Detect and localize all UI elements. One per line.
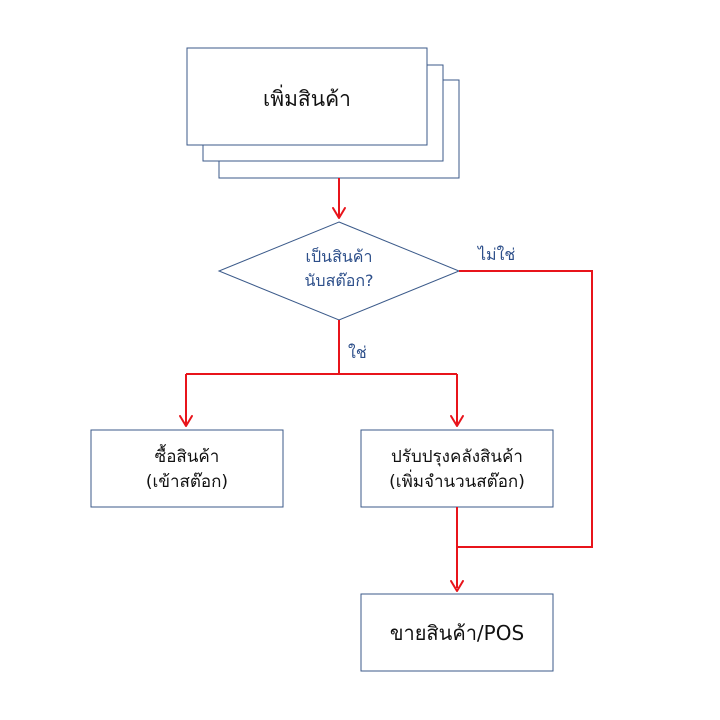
buy-product-node[interactable]: ซื้อสินค้า (เข้าสต๊อก) [90, 429, 284, 508]
decision-label-line-2: นับสต๊อก? [304, 271, 373, 290]
decision-label-line-1: เป็นสินค้า [306, 246, 373, 266]
sell-pos-box [360, 593, 554, 672]
adjust-stock-box [360, 429, 554, 508]
adjust-stock-label-line-1: ปรับปรุงคลังสินค้า [391, 447, 523, 467]
arrow-to-adjust-head [450, 415, 464, 427]
buy-product-label-line-2: (เข้าสต๊อก) [146, 472, 228, 492]
arrow-to-buy-head [179, 415, 193, 427]
add-product-label: เพิ่มสินค้า [263, 84, 351, 111]
no-branch-line [457, 270, 593, 548]
adjust-stock-node[interactable]: ปรับปรุงคลังสินค้า (เพิ่มจำนวนสต๊อก) [360, 429, 554, 508]
buy-product-label-line-1: ซื้อสินค้า [155, 444, 220, 467]
buy-product-box [90, 429, 284, 508]
decision-node[interactable]: เป็นสินค้า นับสต๊อก? [217, 221, 461, 321]
arrow-adjust-to-sell-head [450, 580, 464, 592]
no-branch-label: ไม่ใช่ [476, 245, 515, 264]
yes-branch-label: ใช่ [348, 343, 367, 362]
arrow-add-to-decision-head [332, 207, 346, 219]
add-product-stack-front [186, 47, 428, 146]
sell-pos-label: ขายสินค้า/POS [390, 621, 524, 645]
adjust-stock-label-line-2: (เพิ่มจำนวนสต๊อก) [389, 469, 525, 492]
sell-pos-node[interactable]: ขายสินค้า/POS [360, 593, 554, 672]
add-product-node[interactable]: เพิ่มสินค้า [186, 47, 460, 179]
